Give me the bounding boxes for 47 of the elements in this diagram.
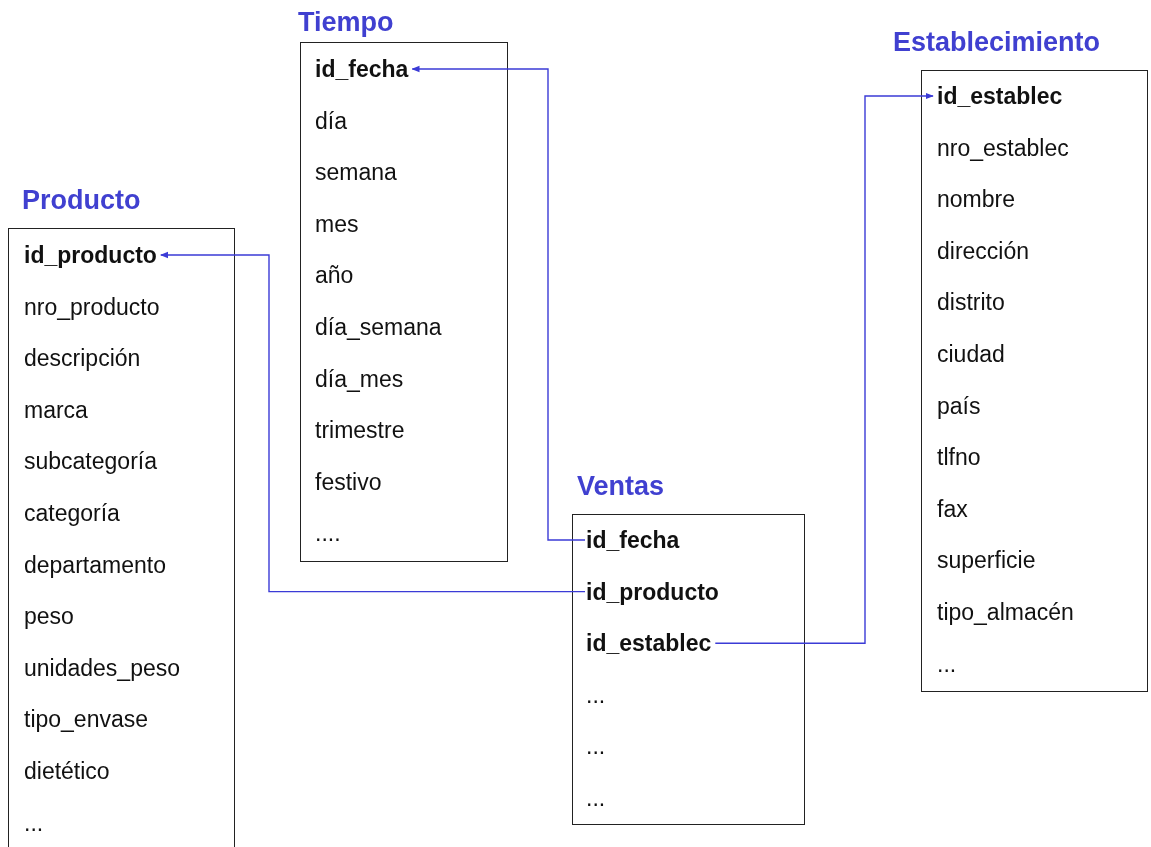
- field-name: distrito: [937, 285, 1005, 320]
- field-name: día_mes: [315, 361, 404, 396]
- key-field: id_establec: [937, 79, 1063, 113]
- field-name: dirección: [937, 233, 1030, 268]
- table-title: Producto: [22, 184, 141, 216]
- field-name: unidades_peso: [24, 650, 181, 685]
- field-name: departamento: [24, 547, 166, 582]
- field-name: ...: [586, 781, 606, 815]
- field-name: subcategoría: [24, 444, 157, 479]
- field-name: ciudad: [937, 337, 1005, 371]
- field-name: nombre: [937, 182, 1015, 217]
- field-name: semana: [315, 155, 397, 190]
- arrow: [411, 65, 586, 541]
- field-name: fax: [937, 491, 968, 526]
- field-name: nro_establec: [937, 130, 1069, 165]
- key-field: id_establec: [586, 626, 712, 661]
- key-field: id_producto: [586, 574, 719, 609]
- field-name: ....: [315, 516, 341, 551]
- field-name: ...: [586, 729, 606, 764]
- field-name: descripción: [24, 341, 141, 376]
- key-field: id_fecha: [315, 52, 409, 86]
- field-name: nro_producto: [24, 289, 160, 324]
- field-name: categoría: [24, 496, 120, 530]
- table-title: Establecimiento: [893, 26, 1101, 58]
- table-title: Tiempo: [298, 6, 394, 38]
- field-name: día_semana: [315, 310, 442, 344]
- table-title: Ventas: [577, 470, 665, 502]
- field-name: tipo_almacén: [937, 595, 1074, 629]
- field-name: tipo_envase: [24, 702, 149, 737]
- field-name: mes: [315, 206, 359, 241]
- key-field: id_fecha: [586, 523, 680, 557]
- field-name: día: [315, 103, 347, 138]
- field-name: tlfno: [937, 440, 981, 475]
- field-name: ...: [24, 805, 44, 840]
- key-field: id_producto: [24, 238, 157, 272]
- arrow: [160, 251, 586, 593]
- field-name: ...: [937, 646, 957, 681]
- field-name: ...: [586, 677, 606, 712]
- field-name: dietético: [24, 754, 110, 788]
- field-name: festivo: [315, 464, 382, 499]
- field-name: superficie: [937, 543, 1036, 578]
- field-name: año: [315, 258, 354, 293]
- field-name: trimestre: [315, 413, 405, 448]
- arrow: [714, 92, 934, 644]
- field-name: país: [937, 388, 981, 423]
- field-name: peso: [24, 599, 74, 634]
- field-name: marca: [24, 392, 88, 427]
